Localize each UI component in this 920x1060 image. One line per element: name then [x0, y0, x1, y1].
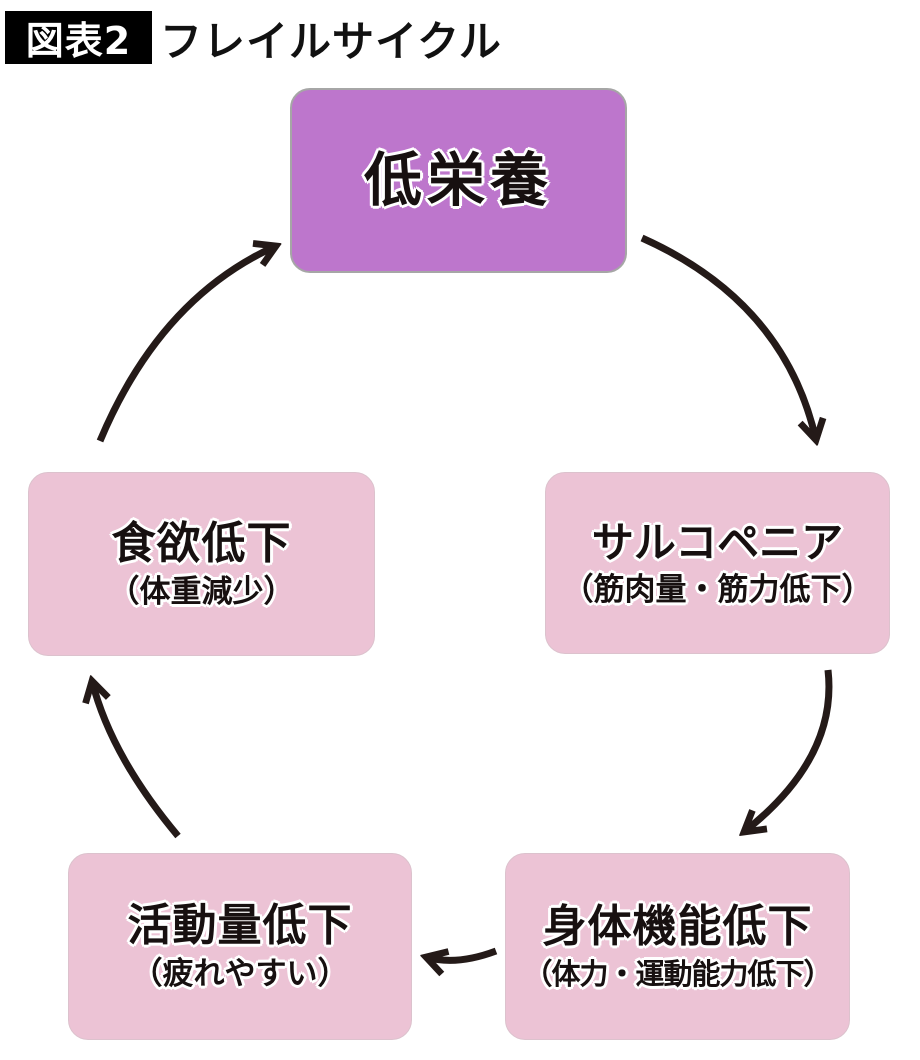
node-sarcopenia-label: サルコペニア [591, 517, 844, 567]
arrow-sarcopenia-to-physical-decline [744, 669, 833, 832]
figure-number-badge: 図表2 [5, 10, 152, 64]
node-appetite-decline-label: 食欲低下 [111, 517, 292, 569]
arrow-physical-decline-to-activity-decline [426, 947, 498, 960]
node-physical-decline-label: 身体機能低下 [542, 901, 813, 953]
node-sarcopenia-sublabel: （筋肉量・筋力低下） [562, 571, 873, 608]
node-malnutrition: 低栄養 [290, 88, 627, 273]
arrow-appetite-decline-to-malnutrition [96, 246, 276, 443]
node-sarcopenia: サルコペニア （筋肉量・筋力低下） [545, 472, 890, 654]
page-title: フレイルサイクル [160, 17, 502, 66]
node-activity-decline-sublabel: （疲れやすい） [131, 956, 349, 993]
node-activity-decline: 活動量低下 （疲れやすい） [68, 853, 412, 1040]
arrow-malnutrition-to-sarcopenia [640, 234, 816, 440]
node-appetite-decline: 食欲低下 （体重減少） [28, 472, 375, 656]
node-physical-decline-sublabel: （体力・運動能力低下） [523, 957, 832, 992]
node-activity-decline-label: 活動量低下 [127, 900, 353, 951]
node-physical-decline: 身体機能低下 （体力・運動能力低下） [505, 853, 850, 1040]
arrow-activity-decline-to-appetite-decline [92, 681, 181, 839]
header: 図表2 フレイルサイクル [0, 0, 502, 69]
node-appetite-decline-sublabel: （体重減少） [108, 573, 295, 610]
node-malnutrition-label: 低栄養 [363, 146, 553, 215]
